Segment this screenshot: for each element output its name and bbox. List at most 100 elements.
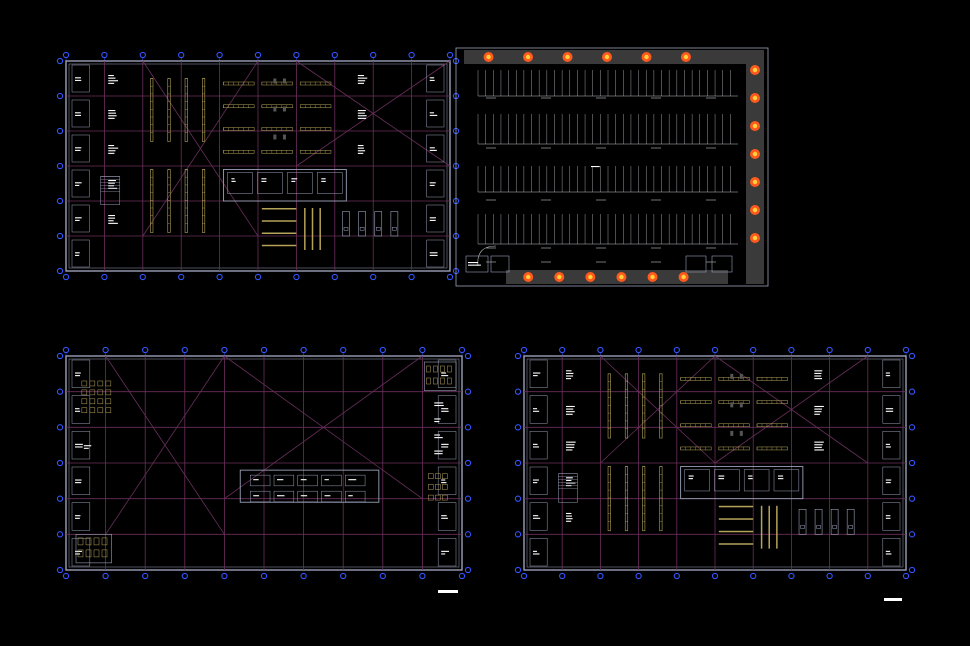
room-label-text bbox=[814, 413, 820, 415]
office-room bbox=[345, 474, 366, 487]
grid-bubble-icon bbox=[458, 572, 466, 580]
room-label-text bbox=[434, 418, 441, 420]
tree-core bbox=[752, 179, 758, 185]
grid-bubble-icon bbox=[62, 346, 70, 354]
room-label-text bbox=[429, 114, 438, 116]
room-label-text bbox=[434, 450, 443, 452]
room-label-text bbox=[533, 443, 538, 445]
tree-symbol-icon bbox=[750, 65, 760, 75]
grid-bubble-icon bbox=[864, 572, 871, 580]
room-label-text bbox=[441, 375, 449, 377]
grid-bubble-icon bbox=[181, 346, 188, 354]
room-label-text bbox=[324, 495, 331, 497]
grid-bubble-icon bbox=[56, 57, 64, 65]
equipment-block bbox=[739, 430, 743, 436]
room-label-text bbox=[814, 441, 824, 443]
grid-bubble-icon bbox=[139, 273, 146, 281]
office-room bbox=[321, 490, 342, 503]
grid-bubble-icon bbox=[56, 495, 64, 502]
grid-bubble-icon bbox=[101, 51, 108, 59]
room-label-text bbox=[75, 550, 82, 552]
office-room bbox=[273, 474, 295, 487]
tree-symbol-icon bbox=[483, 52, 494, 62]
room-label-text bbox=[814, 449, 824, 451]
room-label-text bbox=[357, 112, 365, 114]
side-room bbox=[426, 204, 445, 233]
scale-bar-left bbox=[438, 590, 458, 593]
office-room bbox=[317, 172, 343, 194]
grid-bubble-icon bbox=[56, 531, 64, 538]
wc-fixture bbox=[440, 365, 445, 373]
side-room bbox=[529, 538, 548, 567]
grid-bubble-icon bbox=[446, 51, 454, 59]
grid-bubble-icon bbox=[340, 572, 347, 580]
pallet-row bbox=[261, 232, 297, 234]
grid-bubble-icon bbox=[62, 572, 70, 580]
wc-fixture bbox=[77, 549, 84, 558]
room-label-text bbox=[429, 219, 436, 221]
grid-bubble-icon bbox=[635, 572, 642, 580]
parking-lot-plan bbox=[455, 47, 769, 287]
room-label-text bbox=[533, 410, 540, 412]
room-label-text bbox=[75, 443, 83, 445]
side-room bbox=[426, 64, 445, 93]
room-label-text bbox=[75, 149, 81, 151]
tree-symbol-icon bbox=[750, 233, 760, 243]
table-icon bbox=[105, 380, 112, 387]
room-label-text bbox=[108, 112, 116, 114]
wc-fixture bbox=[426, 365, 431, 373]
grid-bubble-icon bbox=[62, 51, 70, 59]
vehicle-icon bbox=[358, 211, 366, 237]
vehicle-icon bbox=[830, 509, 839, 535]
room-label-text bbox=[533, 515, 539, 517]
room-label-text bbox=[83, 447, 89, 449]
room-label-text bbox=[108, 220, 114, 222]
grid-bubble-icon bbox=[101, 273, 108, 281]
room-label-text bbox=[533, 446, 539, 448]
room-label-text bbox=[566, 375, 574, 377]
pallet-column bbox=[319, 208, 321, 250]
room-label-text bbox=[566, 518, 573, 520]
room-label-text bbox=[75, 479, 82, 481]
grid-bubble-icon bbox=[419, 572, 426, 580]
room-label-text bbox=[566, 515, 572, 517]
pallet-row bbox=[718, 505, 754, 508]
grid-bubble-icon bbox=[826, 572, 833, 580]
room-label-text bbox=[885, 517, 891, 519]
side-room bbox=[437, 538, 457, 567]
room-label-text bbox=[814, 446, 822, 448]
room-label-text bbox=[75, 446, 83, 448]
tree-core bbox=[565, 54, 570, 60]
grid-bubble-icon bbox=[908, 459, 916, 467]
room-label-text bbox=[533, 482, 538, 484]
room-label-text bbox=[533, 375, 538, 377]
grid-bubble-icon bbox=[908, 424, 916, 431]
tree-symbol-icon bbox=[680, 52, 691, 62]
room-label-text bbox=[429, 149, 437, 151]
equipment-block bbox=[730, 430, 734, 436]
grid-bubble-icon bbox=[464, 352, 472, 360]
grid-bubble-icon bbox=[464, 424, 472, 431]
grid-bubble-icon bbox=[908, 495, 916, 502]
table-icon bbox=[89, 407, 96, 413]
table-icon bbox=[105, 407, 112, 413]
grid-bubble-icon bbox=[750, 572, 757, 580]
tree-core bbox=[752, 235, 758, 241]
room-label-text bbox=[566, 444, 575, 446]
grid-bubble-icon bbox=[711, 346, 719, 354]
room-label-text bbox=[348, 479, 357, 481]
room-label-text bbox=[441, 479, 446, 481]
room-label-text bbox=[434, 402, 444, 404]
grid-bubble-icon bbox=[520, 572, 528, 580]
grid-bubble-icon bbox=[514, 531, 522, 538]
room-label-text bbox=[566, 449, 573, 451]
side-room bbox=[426, 134, 445, 163]
tree-core bbox=[588, 274, 593, 280]
tree-core bbox=[681, 274, 686, 280]
office-block bbox=[222, 169, 347, 202]
room-label-text bbox=[814, 408, 822, 410]
room-label-text bbox=[688, 475, 694, 477]
room-label-text bbox=[75, 219, 80, 221]
room-label-text bbox=[108, 180, 116, 182]
room-label-text bbox=[885, 515, 891, 517]
